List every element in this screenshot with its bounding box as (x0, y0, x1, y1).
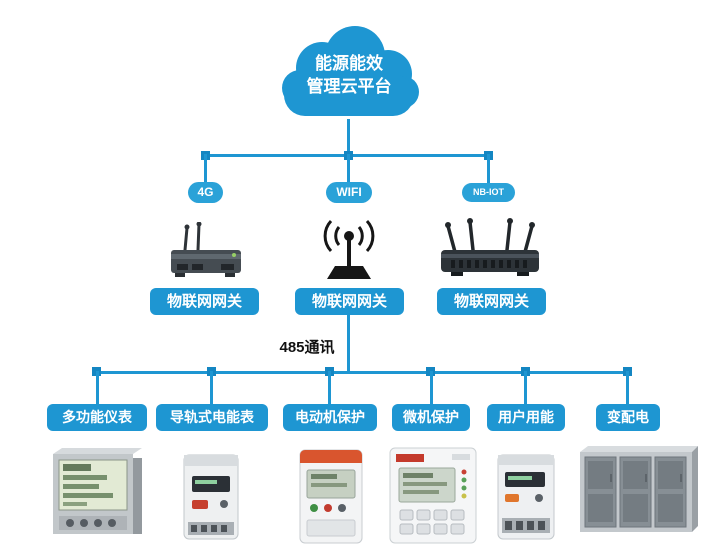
gateway-label-1: 物联网网关 (150, 288, 259, 315)
cloud-title-line2: 管理云平台 (306, 77, 392, 96)
gateway-4g-router-icon (163, 221, 248, 289)
cloud-title-line1: 能源能效 (315, 54, 383, 73)
connector-gateway-to-485bus (347, 315, 350, 373)
connector-drop-device-2 (210, 371, 213, 405)
device-label-user-energy: 用户用能 (487, 404, 565, 431)
connector-drop-device-5 (524, 371, 527, 405)
multifunction-meter-icon (50, 446, 145, 545)
device-label-power-distribution: 变配电 (596, 404, 660, 431)
badge-4g: 4G (188, 182, 223, 203)
device-label-multifunction-meter: 多功能仪表 (47, 404, 147, 431)
user-energy-meter-icon (483, 452, 568, 547)
connector-drop-device-3 (328, 371, 331, 405)
microcomputer-protection-icon (388, 446, 478, 550)
motor-protection-icon (296, 448, 366, 550)
badge-wifi: WIFI (326, 182, 372, 203)
device-label-micro-protection: 微机保护 (392, 404, 470, 431)
device-label-din-rail-meter: 导轨式电能表 (156, 404, 268, 431)
bus-485-label: 485通讯 (279, 339, 335, 356)
connector-drop-device-1 (96, 371, 99, 405)
cloud-icon (282, 26, 419, 116)
din-rail-energy-meter-icon (170, 452, 250, 547)
cloud-title: 能源能效 管理云平台 (276, 52, 422, 98)
connector-drop-device-6 (626, 371, 629, 405)
badge-nbiot: NB-IOT (462, 183, 515, 202)
device-label-motor-protection: 电动机保护 (283, 404, 377, 431)
gateway-label-3: 物联网网关 (437, 288, 546, 315)
gateway-wifi-antenna-icon (317, 219, 381, 290)
connector-cloud-down (347, 119, 350, 156)
connector-485-bus (96, 371, 630, 374)
connector-drop-nbiot (487, 154, 490, 183)
gateway-nbiot-router-icon (435, 218, 545, 289)
connector-drop-device-4 (430, 371, 433, 405)
gateway-label-2: 物联网网关 (295, 288, 404, 315)
connector-drop-wifi (347, 154, 350, 183)
cloud-platform: 能源能效 管理云平台 (276, 26, 422, 122)
connector-drop-4g (204, 154, 207, 183)
power-distribution-cabinet-icon (578, 444, 700, 545)
